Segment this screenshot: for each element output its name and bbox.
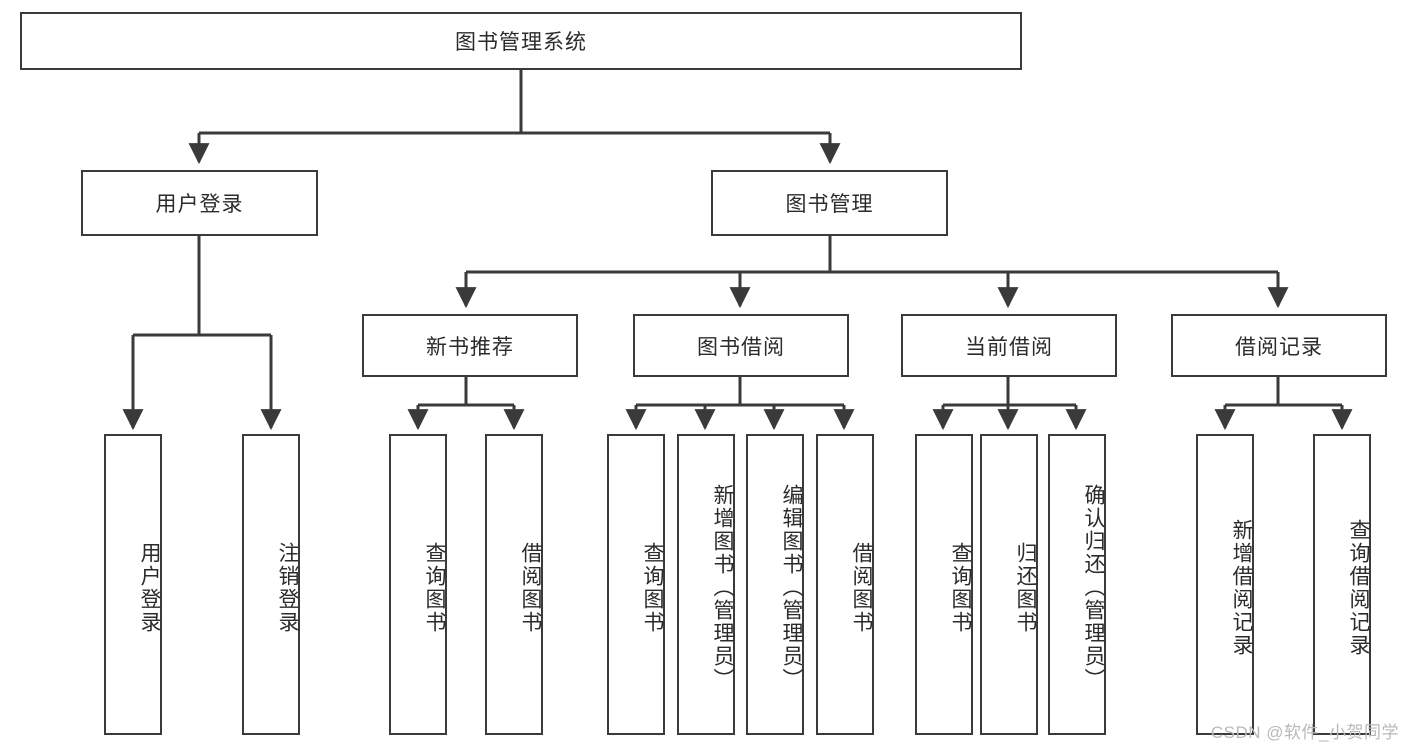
- leaf-borrow-add-book[interactable]: 新增图书（管理员）: [677, 434, 735, 735]
- leaf-current-query-book[interactable]: 查询图书: [915, 434, 973, 735]
- leaf-label: 用户登录: [138, 541, 161, 634]
- leaf-label: 新增图书（管理员）: [711, 484, 734, 691]
- leaf-label: 借阅图书: [519, 541, 542, 634]
- leaf-label: 查询借阅记录: [1347, 518, 1370, 657]
- leaf-user-login-signin[interactable]: 用户登录: [104, 434, 162, 735]
- node-root-label: 图书管理系统: [455, 31, 587, 54]
- leaf-label: 查询图书: [949, 541, 972, 634]
- node-book-management[interactable]: 图书管理: [711, 170, 948, 236]
- node-book-management-label: 图书管理: [785, 193, 874, 216]
- leaf-new-book-borrow[interactable]: 借阅图书: [485, 434, 543, 735]
- node-book-borrow[interactable]: 图书借阅: [633, 314, 849, 377]
- leaf-borrow-query-book[interactable]: 查询图书: [607, 434, 665, 735]
- leaf-label: 注销登录: [276, 541, 299, 634]
- node-current-borrow[interactable]: 当前借阅: [901, 314, 1117, 377]
- node-new-book-recommend[interactable]: 新书推荐: [362, 314, 578, 377]
- leaf-user-login-signout[interactable]: 注销登录: [242, 434, 300, 735]
- leaf-label: 确认归还（管理员）: [1082, 484, 1105, 691]
- node-book-borrow-label: 图书借阅: [697, 335, 785, 359]
- leaf-label: 查询图书: [423, 541, 446, 634]
- leaf-label: 归还图书: [1014, 541, 1037, 634]
- node-new-book-recommend-label: 新书推荐: [426, 335, 514, 359]
- watermark: CSDN @软件_小贺同学: [1210, 723, 1399, 742]
- node-current-borrow-label: 当前借阅: [965, 335, 1053, 359]
- leaf-current-confirm-return[interactable]: 确认归还（管理员）: [1048, 434, 1106, 735]
- node-borrow-record-label: 借阅记录: [1235, 335, 1323, 359]
- leaf-borrow-borrow-book[interactable]: 借阅图书: [816, 434, 874, 735]
- leaf-label: 编辑图书（管理员）: [780, 484, 803, 691]
- node-borrow-record[interactable]: 借阅记录: [1171, 314, 1387, 377]
- node-user-login-label: 用户登录: [155, 193, 244, 216]
- leaf-label: 新增借阅记录: [1230, 518, 1253, 657]
- node-user-login[interactable]: 用户登录: [81, 170, 318, 236]
- node-root[interactable]: 图书管理系统: [20, 12, 1022, 70]
- leaf-label: 借阅图书: [850, 541, 873, 634]
- leaf-new-book-query[interactable]: 查询图书: [389, 434, 447, 735]
- leaf-record-add[interactable]: 新增借阅记录: [1196, 434, 1254, 735]
- leaf-current-return-book[interactable]: 归还图书: [980, 434, 1038, 735]
- leaf-borrow-edit-book[interactable]: 编辑图书（管理员）: [746, 434, 804, 735]
- leaf-record-query[interactable]: 查询借阅记录: [1313, 434, 1371, 735]
- leaf-label: 查询图书: [641, 541, 664, 634]
